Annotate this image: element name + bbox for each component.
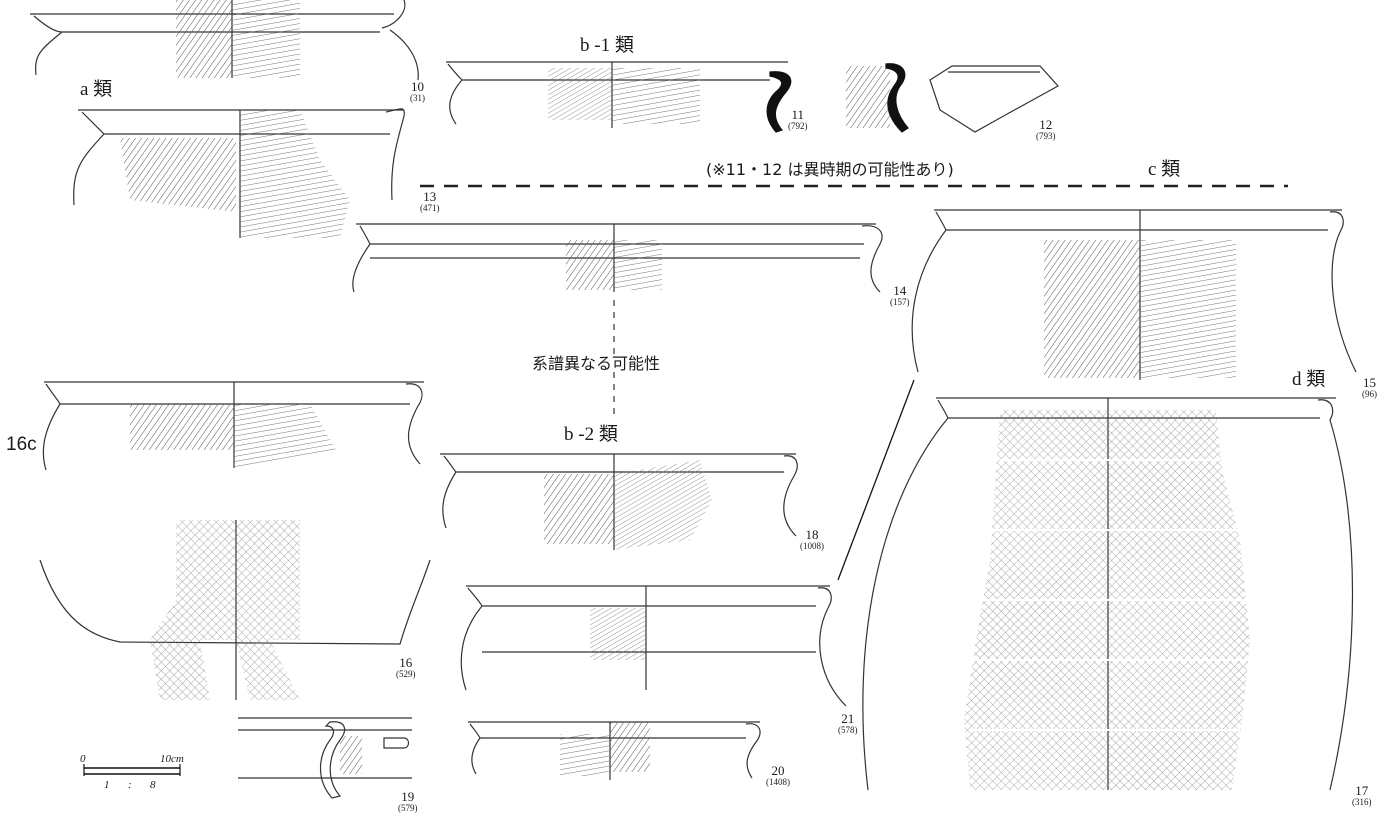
class-b2-label: b -2 類 xyxy=(564,424,618,445)
vessel-21-drawing xyxy=(460,585,847,707)
class-c-label: c 類 xyxy=(1148,159,1181,180)
vessel-11-drawing xyxy=(446,61,792,133)
vessel-number-11: 11(792) xyxy=(788,107,808,131)
section-label: 16c xyxy=(6,434,37,455)
heterochronic-note: (※11・12 は異時期の可能性あり) xyxy=(706,160,954,179)
scale-length: 10cm xyxy=(160,753,184,765)
vessel-number-13: 13(471) xyxy=(420,189,440,213)
scale-ratio-left: 1 xyxy=(104,779,110,791)
vessel-number-21: 21(578) xyxy=(838,711,858,735)
scale-zero: 0 xyxy=(80,753,86,765)
class-b1-label: b -1 類 xyxy=(580,35,634,56)
vessel-12-drawing xyxy=(846,63,1059,133)
class-d-label: d 類 xyxy=(1292,369,1326,390)
scale-bar xyxy=(83,764,181,776)
class-a-label: a 類 xyxy=(80,79,113,100)
lineage-note: 系譜異なる可能性 xyxy=(530,354,663,373)
scale-ratio-right: 8 xyxy=(150,779,156,791)
vessel-18-drawing xyxy=(440,453,798,550)
vessel-15-drawing xyxy=(911,209,1357,380)
vessel-number-15: 15(96) xyxy=(1362,375,1377,399)
connector-line xyxy=(837,379,915,581)
scale-ratio-sep: : xyxy=(128,779,132,791)
vessel-number-16: 16(529) xyxy=(396,655,416,679)
vessel-number-10: 10(31) xyxy=(410,79,425,103)
vessel-17-drawing xyxy=(862,397,1354,791)
vessel-13-drawing xyxy=(73,108,405,238)
vessel-number-17: 17(316) xyxy=(1352,783,1372,807)
vessel-19-drawing xyxy=(238,717,412,799)
vessel-number-18: 18(1008) xyxy=(800,527,824,551)
vessel-number-12: 12(793) xyxy=(1036,117,1056,141)
vessel-10-drawing xyxy=(30,0,419,81)
vessel-16-drawing xyxy=(39,381,431,700)
vessel-number-19: 19(579) xyxy=(398,789,418,813)
vessel-20-drawing xyxy=(468,721,761,780)
vessel-14-drawing xyxy=(352,223,883,293)
vessel-number-20: 20(1408) xyxy=(766,763,790,787)
vessel-number-14: 14(157) xyxy=(890,283,910,307)
